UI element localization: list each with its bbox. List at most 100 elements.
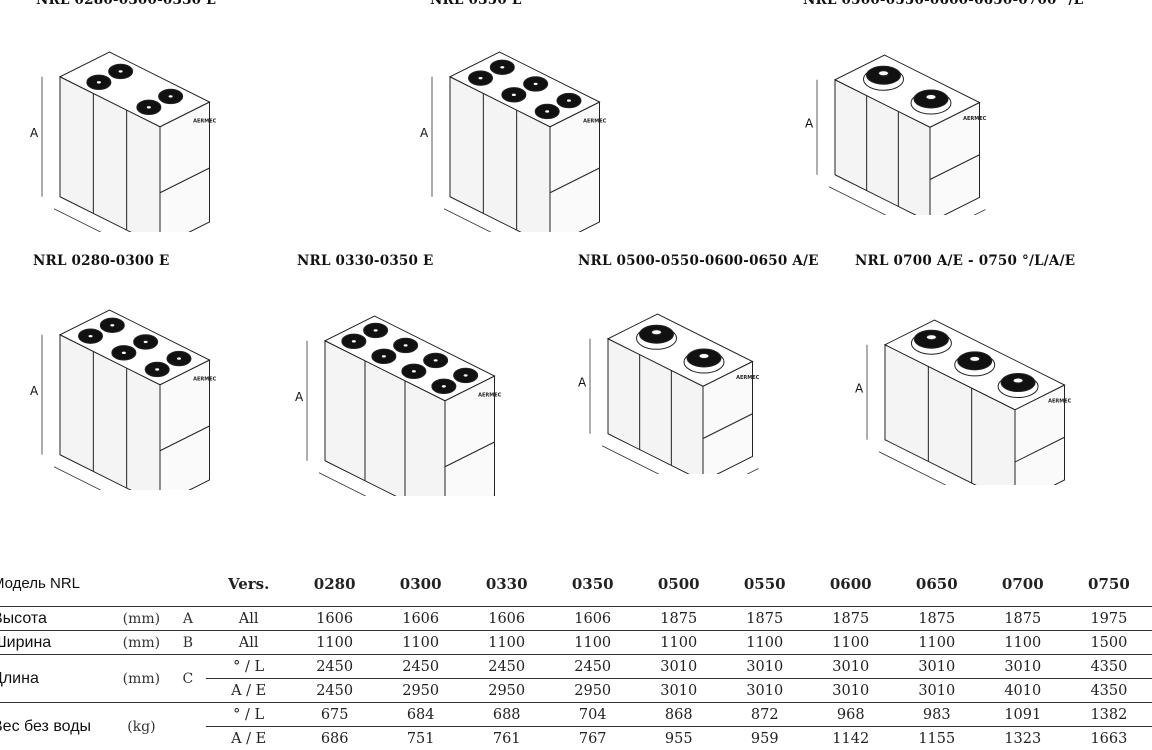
- table-row-length: Длина (mm) C ° / L 2450 2450 2450 2450 3…: [0, 655, 1152, 679]
- unit: (mm): [113, 655, 171, 703]
- table-cell: 3010: [636, 679, 722, 703]
- table-cell: 955: [636, 727, 722, 750]
- table-cell: 983: [894, 703, 980, 727]
- model-col: 0550: [722, 562, 808, 607]
- fan-hub: [97, 81, 101, 83]
- fan-hub: [699, 354, 709, 359]
- fan-hub: [567, 99, 571, 101]
- table-cell: 675: [292, 703, 378, 727]
- table-cell: 1606: [292, 607, 378, 631]
- unit: (mm): [113, 631, 171, 655]
- table-cell: 686: [292, 727, 378, 750]
- table-cell: 3010: [894, 679, 980, 703]
- table-cell: 4350: [1066, 679, 1152, 703]
- table-cell: 1323: [980, 727, 1066, 750]
- fan-hub: [122, 352, 126, 354]
- dim-label-a: A: [855, 381, 864, 395]
- brand-logo: AERMEC: [736, 375, 760, 381]
- model-col: 0750: [1066, 562, 1152, 607]
- diagram-caption: NRL 0350 L: [430, 0, 522, 8]
- fan-hub: [464, 374, 468, 376]
- fan-hub: [412, 370, 416, 372]
- table-cell: 1606: [464, 607, 550, 631]
- fan-hub: [970, 356, 980, 361]
- table-cell: 3010: [808, 679, 894, 703]
- fan-hub: [169, 95, 173, 97]
- model-header: Модель NRL: [0, 562, 113, 607]
- vers-cell: ° / L: [206, 655, 292, 679]
- table-cell: 4010: [980, 679, 1066, 703]
- table-cell: 3010: [808, 655, 894, 679]
- table-cell: 3010: [722, 679, 808, 703]
- model-col: 0700: [980, 562, 1066, 607]
- fan-hub: [404, 344, 408, 346]
- table-cell: 2950: [378, 679, 464, 703]
- model-col: 0500: [636, 562, 722, 607]
- table-cell: 2950: [550, 679, 636, 703]
- fan-hub: [512, 94, 516, 96]
- table-header-row: Модель NRL Vers. 0280 0300 0330 0350 050…: [0, 562, 1152, 607]
- fan-hub: [1013, 378, 1023, 383]
- unit-drawing: AERMECACB: [30, 290, 260, 490]
- dim-label-a: A: [578, 375, 587, 389]
- table-cell: 1875: [636, 607, 722, 631]
- diagram-caption: NRL 0330-0350 E: [297, 253, 434, 269]
- diagram-caption: NRL 0280-0300 E: [33, 253, 170, 269]
- unit-drawing: AERMECACB: [30, 32, 260, 232]
- table-cell: 1606: [550, 607, 636, 631]
- table-cell: 868: [636, 703, 722, 727]
- unit-drawing: AERMECACB: [855, 290, 1095, 485]
- fan-hub: [879, 71, 889, 76]
- table-cell: 1155: [894, 727, 980, 750]
- table-cell: 1875: [722, 607, 808, 631]
- table-cell: 1100: [980, 631, 1066, 655]
- vers-cell: A / E: [206, 727, 292, 750]
- table-row-width: Ширина (mm) B All 1100 1100 1100 1100 11…: [0, 631, 1152, 655]
- table-cell: 684: [378, 703, 464, 727]
- table-cell: 688: [464, 703, 550, 727]
- table-cell: 1663: [1066, 727, 1152, 750]
- table-cell: 1875: [894, 607, 980, 631]
- table-row-height: Высота (mm) A All 1606 1606 1606 1606 18…: [0, 607, 1152, 631]
- row-label: Длина: [0, 655, 113, 703]
- fan-hub: [352, 340, 356, 342]
- table-cell: 2450: [550, 655, 636, 679]
- table-cell: 1875: [980, 607, 1066, 631]
- diagram-caption: NRL 0500-0550-0600-0650-0700 °/L: [803, 0, 1083, 8]
- table-cell: 2450: [292, 679, 378, 703]
- dim-label-a: A: [805, 116, 814, 130]
- fan-hub: [155, 368, 159, 370]
- table-cell: 3010: [894, 655, 980, 679]
- vers-header: Vers.: [206, 562, 292, 607]
- fan-hub: [177, 357, 181, 359]
- brand-logo: AERMEC: [193, 377, 217, 383]
- table-cell: 767: [550, 727, 636, 750]
- model-col: 0350: [550, 562, 636, 607]
- table-cell: 1500: [1066, 631, 1152, 655]
- brand-logo: AERMEC: [1048, 399, 1072, 405]
- vers-cell: All: [206, 631, 292, 655]
- fan-hub: [110, 324, 114, 326]
- brand-logo: AERMEC: [478, 393, 502, 399]
- fan-hub: [926, 95, 936, 100]
- fan-hub: [144, 341, 148, 343]
- unit: (mm): [113, 607, 171, 631]
- table-cell: 1100: [292, 631, 378, 655]
- dim-label-a: A: [420, 126, 429, 140]
- diagram-caption: NRL 0280-0300-0330 L: [36, 0, 216, 8]
- table-cell: 1975: [1066, 607, 1152, 631]
- model-col: 0600: [808, 562, 894, 607]
- vers-cell: A / E: [206, 679, 292, 703]
- model-col: 0280: [292, 562, 378, 607]
- table-cell: 1142: [808, 727, 894, 750]
- row-label: Ширина: [0, 631, 113, 655]
- unit-drawing: AERMECACB: [295, 296, 535, 496]
- table-cell: 2450: [464, 655, 550, 679]
- fan-hub: [442, 385, 446, 387]
- fan-hub: [434, 359, 438, 361]
- dim-label-a: A: [30, 384, 39, 398]
- table-cell: 1382: [1066, 703, 1152, 727]
- fan-hub: [89, 335, 93, 337]
- dim-letter: C: [170, 655, 205, 703]
- table-cell: 1100: [550, 631, 636, 655]
